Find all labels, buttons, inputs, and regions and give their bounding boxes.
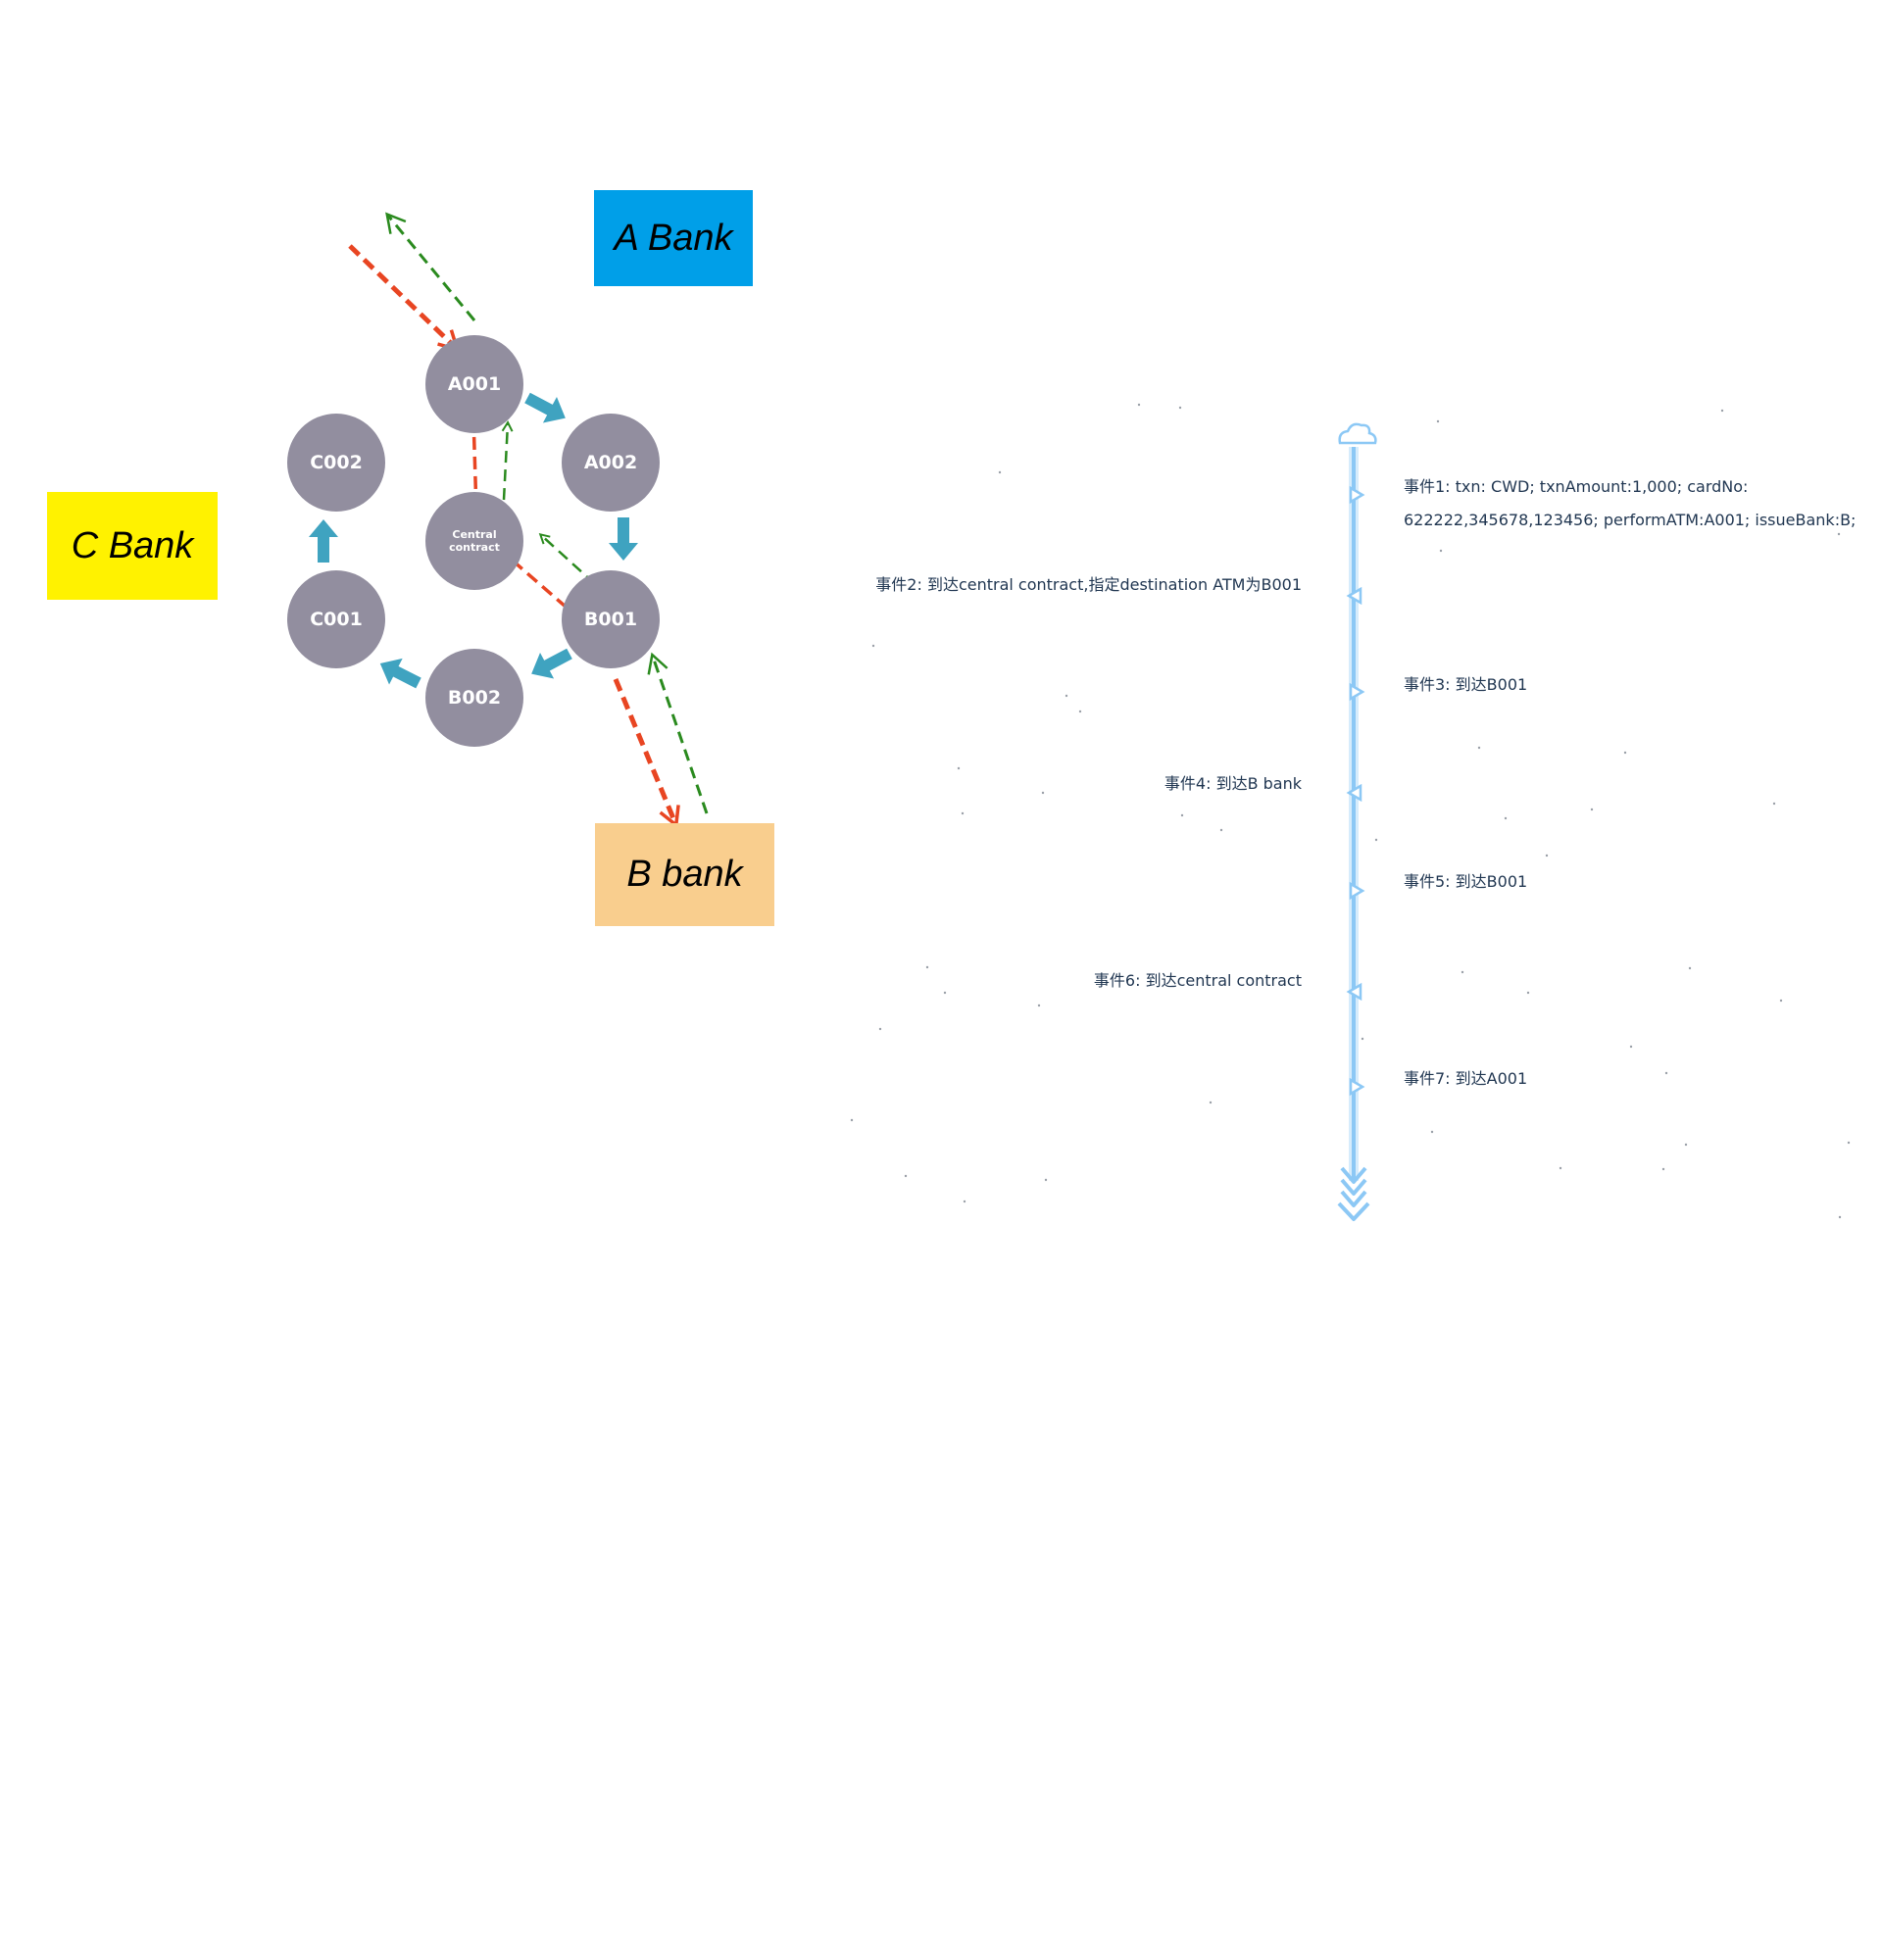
ring-arrow-c001-c002 (309, 519, 338, 563)
node-a001-label: A001 (447, 373, 502, 395)
a-bank-label: A Bank (614, 217, 733, 259)
b-bank-box: B bank (595, 823, 774, 926)
b-bank-label: B bank (626, 854, 743, 895)
node-b001: B001 (562, 570, 660, 668)
response-arrow-bbank-b001 (647, 652, 709, 814)
timeline-markers (1346, 485, 1365, 1097)
ring-arrow-b001-b002 (531, 648, 572, 679)
request-arrow-to-a001 (348, 244, 461, 352)
node-central-contract-label: Central contract (449, 528, 500, 554)
event-1-line-1: 事件1: txn: CWD; txnAmount:1,000; cardNo: (1404, 477, 1749, 496)
event-1-line-2: 622222,345678,123456; performATM:A001; i… (1404, 511, 1857, 529)
c-bank-label: C Bank (71, 524, 194, 566)
c-bank-box: C Bank (47, 492, 218, 600)
marker-right-5 (1349, 881, 1365, 901)
triple-chevron-down-icon (1337, 1166, 1370, 1221)
request-arrow-b001-bbank (613, 678, 680, 829)
response-arrow-b001-central (541, 535, 596, 585)
node-central-contract: Central contract (425, 492, 523, 590)
ring-arrows (309, 392, 638, 689)
ring-arrow-a001-a002 (524, 392, 566, 423)
node-b002: B002 (425, 649, 523, 747)
node-a002-label: A002 (583, 452, 638, 473)
ring-arrow-b002-c001 (379, 658, 421, 689)
event-5: 事件5: 到达B001 (1404, 872, 1528, 891)
node-c001: C001 (287, 570, 385, 668)
marker-left-2 (1346, 586, 1362, 606)
node-a002: A002 (562, 414, 660, 512)
cloud-icon (1338, 422, 1377, 445)
node-b001-label: B001 (583, 609, 638, 630)
timeline-dots (850, 403, 1851, 1219)
node-c002-label: C002 (310, 452, 363, 473)
response-arrow-central-a001 (504, 423, 508, 501)
node-c001-label: C001 (310, 609, 363, 630)
response-arrow-a001-out (385, 212, 476, 321)
event-4: 事件4: 到达B bank (1164, 774, 1302, 793)
event-7: 事件7: 到达A001 (1404, 1069, 1528, 1088)
event-3: 事件3: 到达B001 (1404, 675, 1528, 694)
node-b002-label: B002 (447, 687, 502, 709)
marker-right-1 (1349, 485, 1365, 505)
marker-left-4 (1346, 783, 1362, 803)
response-path (385, 212, 709, 814)
marker-right-7 (1349, 1077, 1365, 1097)
ring-arrow-a002-b001 (609, 517, 638, 561)
node-a001: A001 (425, 335, 523, 433)
event-6: 事件6: 到达central contract (1093, 971, 1302, 990)
node-c002: C002 (287, 414, 385, 512)
event-2: 事件2: 到达central contract,指定destination AT… (875, 575, 1302, 594)
marker-left-6 (1346, 982, 1362, 1002)
a-bank-box: A Bank (594, 190, 753, 286)
marker-right-3 (1349, 682, 1365, 702)
